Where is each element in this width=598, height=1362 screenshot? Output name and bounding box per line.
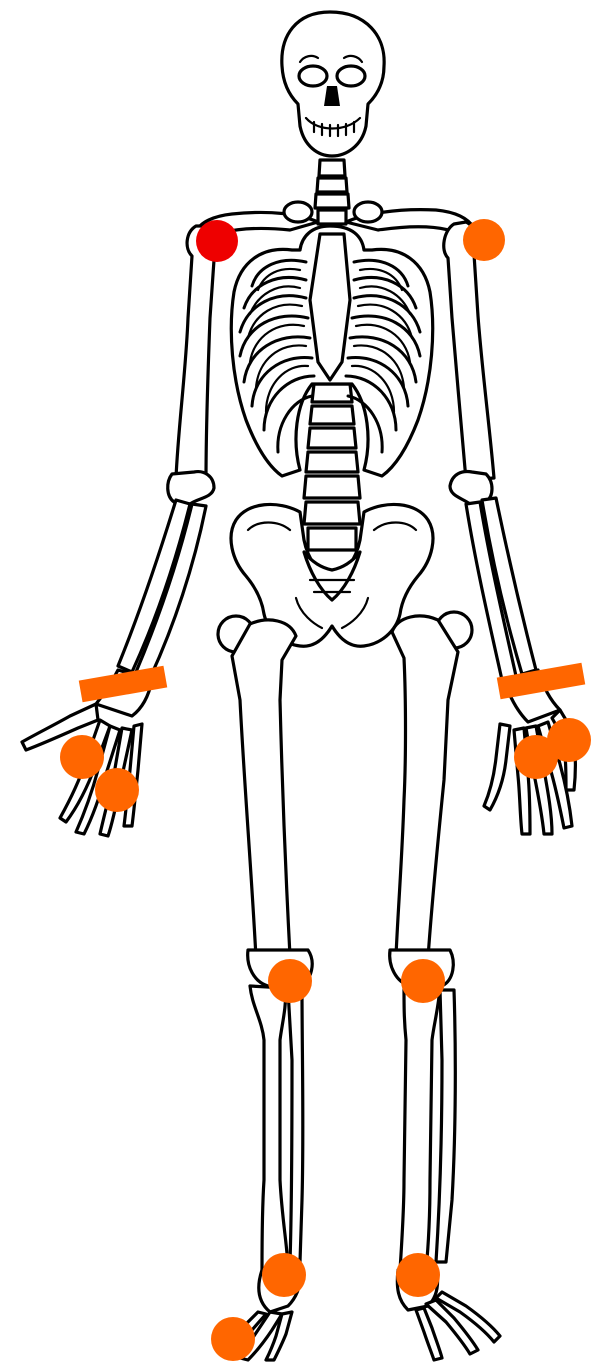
- left-shoulder-marker: [463, 219, 505, 261]
- left-ankle-marker: [396, 1253, 440, 1297]
- right-ankle-marker: [262, 1253, 306, 1297]
- right-arm: [22, 226, 221, 836]
- right-hand-1-marker: [60, 735, 104, 779]
- left-knee-marker: [401, 959, 445, 1003]
- right-toe-marker: [211, 1317, 255, 1361]
- right-knee-marker: [268, 959, 312, 1003]
- left-hand-2-marker: [547, 718, 591, 762]
- right-hand-2-marker: [95, 768, 139, 812]
- right-shoulder-marker: [196, 220, 238, 262]
- skull: [282, 12, 384, 156]
